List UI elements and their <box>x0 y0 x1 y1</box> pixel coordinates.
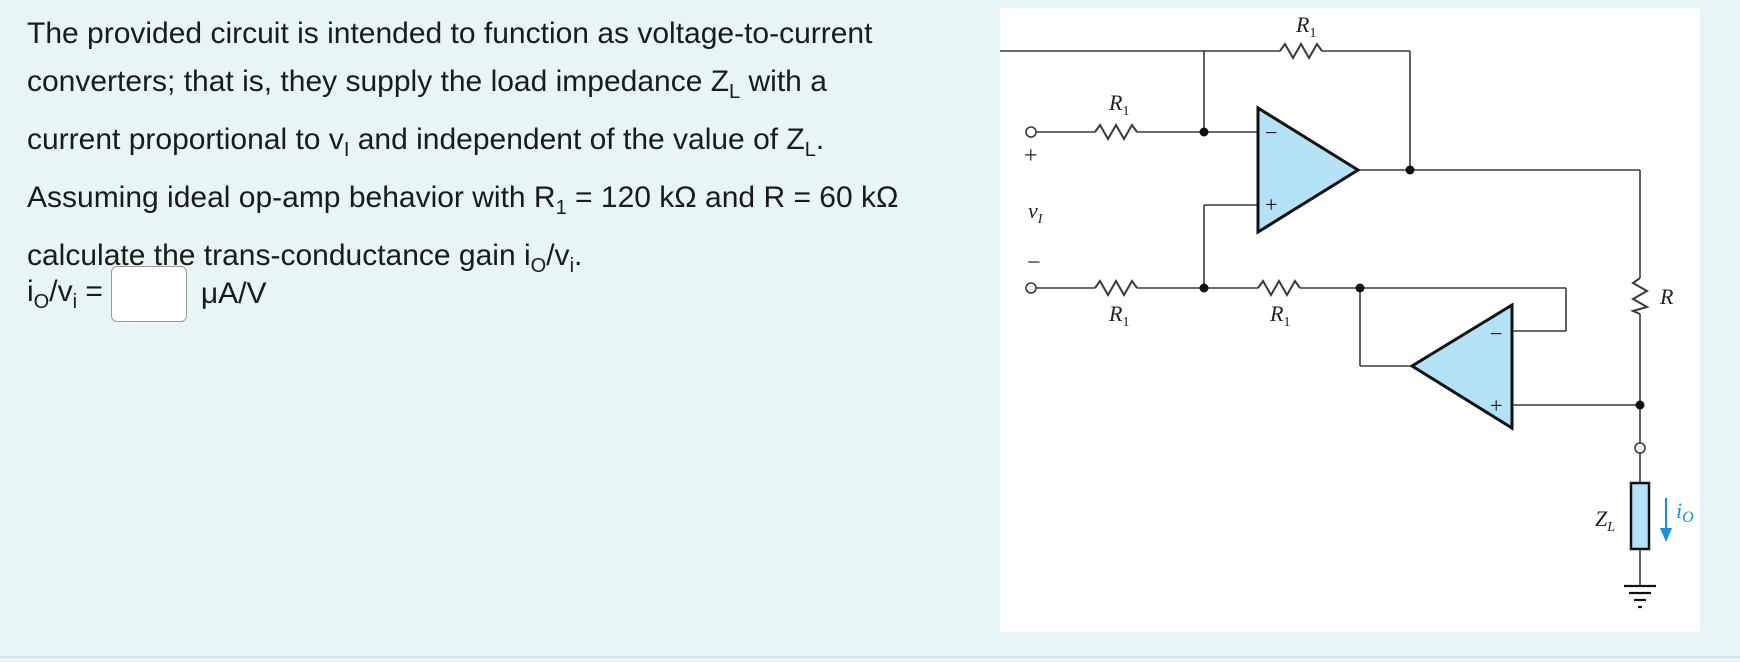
resistor-top-feedback <box>1279 41 1323 61</box>
op-amp-1 <box>1256 105 1361 235</box>
label-r1-top: R1 <box>1295 12 1316 41</box>
circuit-diagram: − + − + R1 R1 R1 R1 R ZL iO vI + <box>1000 12 1694 609</box>
svg-text:+: + <box>1490 393 1502 418</box>
svg-text:−: − <box>1265 120 1277 145</box>
label-r1-middle: R1 <box>1269 301 1290 330</box>
label-vi: vI <box>1028 198 1044 227</box>
op-amp-2 <box>1409 302 1514 431</box>
answer-label: iO/vi = <box>27 274 103 313</box>
label-r1-input-bottom: R1 <box>1108 301 1129 330</box>
label-r: R <box>1659 284 1674 309</box>
answer-input[interactable] <box>110 266 187 322</box>
svg-text:−: − <box>1490 321 1502 346</box>
svg-text:+: + <box>1024 143 1038 169</box>
label-io: iO <box>1676 498 1694 526</box>
answer-unit: μA/V <box>200 277 267 310</box>
input-polarity: + − <box>1024 143 1041 276</box>
bottom-divider <box>0 656 1740 658</box>
question-line-2: converters; that is, they supply the loa… <box>27 65 827 103</box>
ground-icon <box>1624 584 1656 609</box>
input-terminals <box>1025 126 1646 454</box>
resistors <box>1094 41 1650 315</box>
question-line-3: current proportional to vI and independe… <box>27 123 825 161</box>
load-impedance-zl <box>1629 481 1651 551</box>
question-line-1: The provided circuit is intended to func… <box>27 17 873 50</box>
label-zl: ZL <box>1595 506 1615 535</box>
label-r1-input-top: R1 <box>1108 90 1129 119</box>
resistor-r <box>1630 277 1650 315</box>
question-line-5: calculate the trans-conductance gain iO/… <box>27 239 583 277</box>
wires <box>1000 50 1641 586</box>
circuit-figure: − + − + R1 R1 R1 R1 R ZL iO vI + <box>1000 8 1700 632</box>
junction-dots <box>1199 127 1645 410</box>
resistor-input-bottom <box>1094 278 1138 298</box>
current-arrow-icon <box>1660 498 1672 542</box>
question-text: The provided circuit is intended to func… <box>27 10 987 290</box>
svg-text:−: − <box>1027 250 1041 276</box>
resistor-middle <box>1257 278 1301 298</box>
svg-text:+: + <box>1265 192 1277 217</box>
op-amp-signs: − + − + <box>1265 120 1502 418</box>
answer-row: iO/vi = μA/V <box>27 266 267 322</box>
resistor-input-top <box>1094 122 1138 142</box>
component-labels: R1 R1 R1 R1 R ZL iO vI <box>1028 12 1694 535</box>
question-line-4: Assuming ideal op-amp behavior with R1 =… <box>27 181 899 219</box>
